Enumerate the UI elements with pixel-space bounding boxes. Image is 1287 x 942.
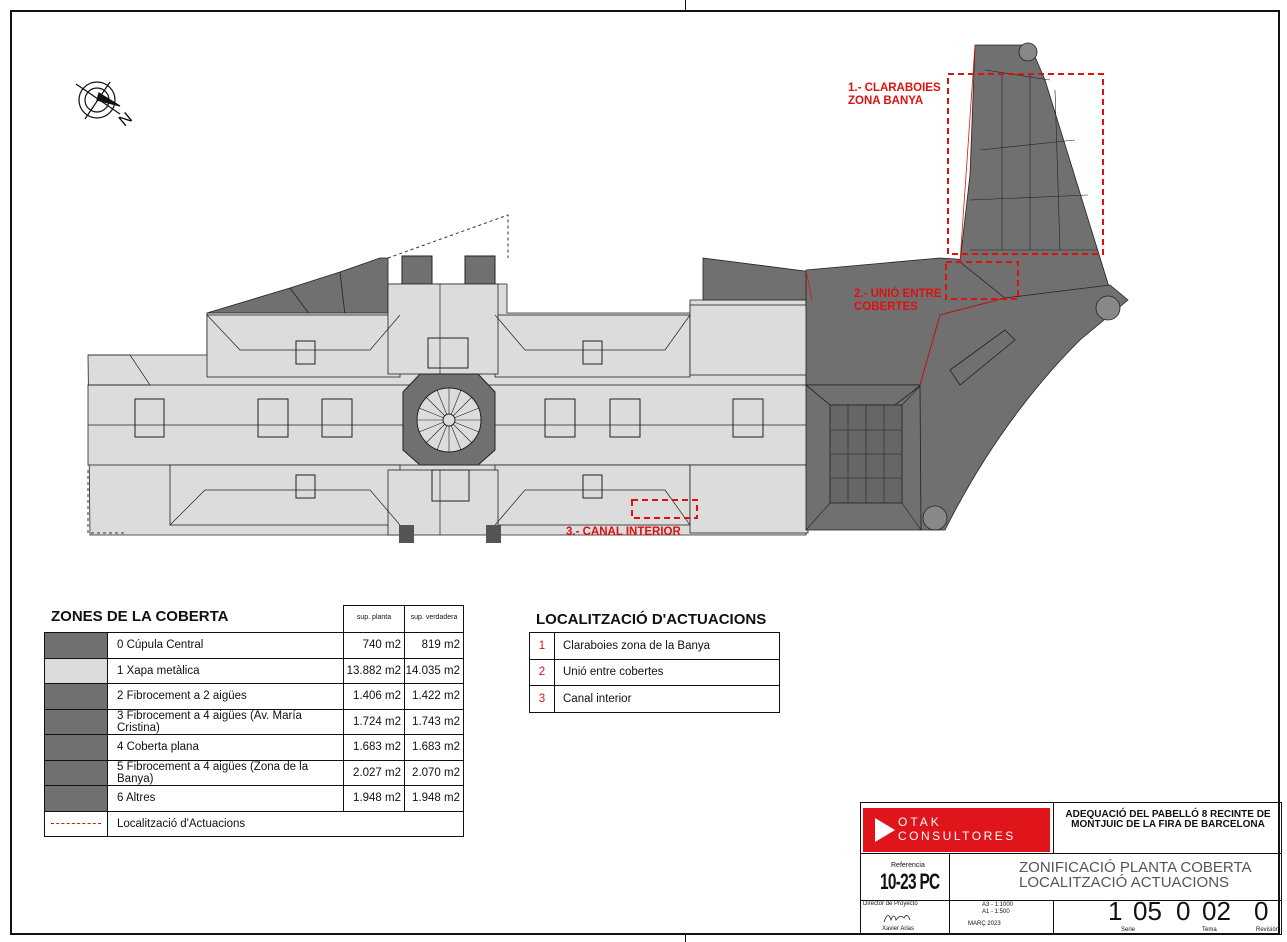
col-sup-verdadera: sup. verdadera [404,605,464,633]
logo-arrow-icon [875,818,895,842]
zones-table-header: sup. planta sup. verdadera [45,605,464,633]
date: MARÇ 2023 [968,921,1001,927]
zones-table: sup. planta sup. verdadera 0 Cúpula Cent… [44,605,464,837]
table-row-legend: Localització d'Actuacions [44,810,464,837]
zone-swatch [44,759,108,786]
frame-tick-top [685,0,686,10]
location-label-2: 2.- UNIÓ ENTRE COBERTES [854,288,942,313]
frame-tick-bottom [685,935,686,942]
zone-swatch [44,683,108,710]
director-name: Xavier Arias [882,926,915,932]
code-tema-2: 02 [1202,896,1231,926]
roof-plan-drawing: N [75,42,1129,543]
scale-a1: A1 - 1:500 [982,909,1010,915]
director-label: Director de Proyecto [863,901,918,907]
code-tema-1: 0 [1176,896,1191,926]
zone-swatch [44,632,108,659]
code-revision: 0 [1254,896,1269,926]
company-logo: OTAK CONSULTORES [863,808,1050,852]
location-marker-boxes [631,73,1104,519]
serie-label: Serie [1121,927,1136,933]
roof-zone-fibrocement-left [206,257,389,316]
reference-label: Referencia [891,862,925,869]
zone-swatch [44,785,108,812]
zone-swatch [44,657,108,684]
zone-swatch [44,708,108,735]
code-serie: 1 [1108,896,1123,926]
compass-icon [75,81,121,120]
drawing-frame [10,10,1280,935]
revision-label: Revisión [1256,927,1280,933]
table-row: 5 Fibrocement a 4 aigües (Zona de la Ban… [44,759,464,786]
table-row: 3 Fibrocement a 4 aigües (Av. María Cris… [44,708,464,735]
col-sup-planta: sup. planta [343,605,405,633]
signature [883,915,911,923]
location-label-3: 3.- CANAL INTERIOR [566,526,681,538]
roof-zone-coberta-plana [702,257,1006,531]
zones-table-title: ZONES DE LA COBERTA [51,608,229,625]
red-line-swatch [44,810,108,837]
roof-zone-altres-curve [919,284,1129,531]
drawing-title: ZONIFICACIÓ PLANTA COBERTA LOCALITZACIÓ … [1019,859,1252,891]
roof-zone-cupula-central [402,373,496,466]
roof-zone-fibrocement-banya [959,42,1111,301]
code-group: 05 [1133,896,1162,926]
zone-swatch [44,734,108,761]
locations-table-title: LOCALITZACIÓ D'ACTUACIONS [536,611,767,628]
reference-code: 10-23 PC [880,869,940,894]
location-label-1: 1.- CLARABOIES ZONA BANYA [848,82,941,107]
scale-a3: A3 - 1:1000 [982,902,1014,908]
tema-label: Tema [1202,927,1217,933]
project-title: ADEQUACIÓ DEL PABELLÓ 8 RECINTE DE MONTJ… [1065,809,1271,830]
